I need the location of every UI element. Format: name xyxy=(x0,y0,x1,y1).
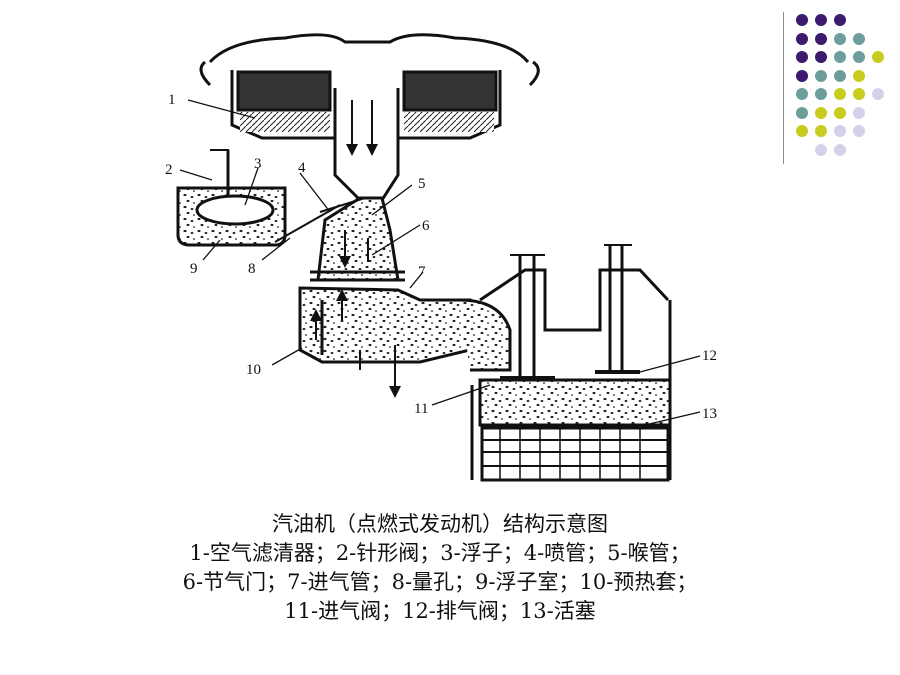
intake-manifold xyxy=(298,286,512,398)
decoration-dot xyxy=(834,106,846,119)
decoration-dot xyxy=(815,14,827,26)
caption-title: 汽油机（点燃式发动机）结构示意图 xyxy=(272,512,608,536)
decoration-dot xyxy=(853,51,865,63)
air-filter xyxy=(199,33,540,202)
decoration-dot xyxy=(834,88,846,100)
decoration-dot xyxy=(815,32,827,45)
decoration-dot xyxy=(796,88,808,100)
decoration-dot xyxy=(834,32,846,45)
decoration-dot xyxy=(796,106,808,119)
cylinder xyxy=(470,244,672,482)
callout-12: 12 xyxy=(702,348,717,364)
decoration-dot xyxy=(796,14,808,26)
decoration-dot xyxy=(853,88,865,100)
decoration-dot xyxy=(796,125,808,137)
figure-caption: 汽油机（点燃式发动机）结构示意图 1-空气滤清器；2-针形阀；3-浮子；4-喷管… xyxy=(120,510,760,626)
decoration-dot xyxy=(872,51,884,63)
decoration-dot xyxy=(834,125,846,137)
decoration-dot xyxy=(853,125,865,137)
float-chamber xyxy=(176,149,341,247)
decoration-dot xyxy=(815,125,827,137)
decoration-dot xyxy=(834,51,846,63)
callout-1: 1 xyxy=(168,92,176,108)
callout-10: 10 xyxy=(246,362,261,378)
caption-line-3: 11-进气阀；12-排气阀；13-活塞 xyxy=(284,599,596,623)
decoration-dot xyxy=(796,69,808,82)
decoration-dot xyxy=(815,69,827,82)
decoration-dot xyxy=(815,51,827,63)
carburetor-body xyxy=(310,196,405,282)
decoration-dot xyxy=(815,88,827,100)
callout-7: 7 xyxy=(418,264,426,280)
callout-13: 13 xyxy=(702,406,717,422)
decoration-dot xyxy=(853,106,865,119)
decoration-dot xyxy=(853,32,865,45)
callout-9: 9 xyxy=(190,261,198,277)
decoration-dot xyxy=(815,106,827,119)
caption-line-2: 6-节气门；7-进气管；8-量孔；9-浮子室；10-预热套； xyxy=(182,570,698,594)
callout-4: 4 xyxy=(298,160,306,176)
decoration-dot xyxy=(872,88,884,100)
decoration-dot xyxy=(834,14,846,26)
callout-numbers: 1 2 3 4 5 6 7 8 9 10 11 12 13 xyxy=(165,92,717,422)
leader-lines xyxy=(179,99,701,426)
callout-8: 8 xyxy=(248,261,256,277)
caption-line-1: 1-空气滤清器；2-针形阀；3-浮子；4-喷管；5-喉管； xyxy=(189,541,691,565)
decoration-dot xyxy=(853,69,865,82)
vertical-divider xyxy=(783,12,784,164)
callout-5: 5 xyxy=(418,176,426,192)
callout-6: 6 xyxy=(422,218,430,234)
decoration-dot xyxy=(834,69,846,82)
callout-2: 2 xyxy=(165,162,173,178)
callout-3: 3 xyxy=(254,156,262,172)
decoration-dot xyxy=(796,51,808,63)
decoration-dot xyxy=(834,143,846,156)
decoration-dot xyxy=(815,143,827,156)
dot-matrix-decoration xyxy=(790,8,900,168)
decoration-dot xyxy=(796,32,808,45)
engine-diagram: 1 2 3 4 5 6 7 8 9 10 11 12 13 xyxy=(165,33,717,482)
callout-11: 11 xyxy=(414,401,428,417)
